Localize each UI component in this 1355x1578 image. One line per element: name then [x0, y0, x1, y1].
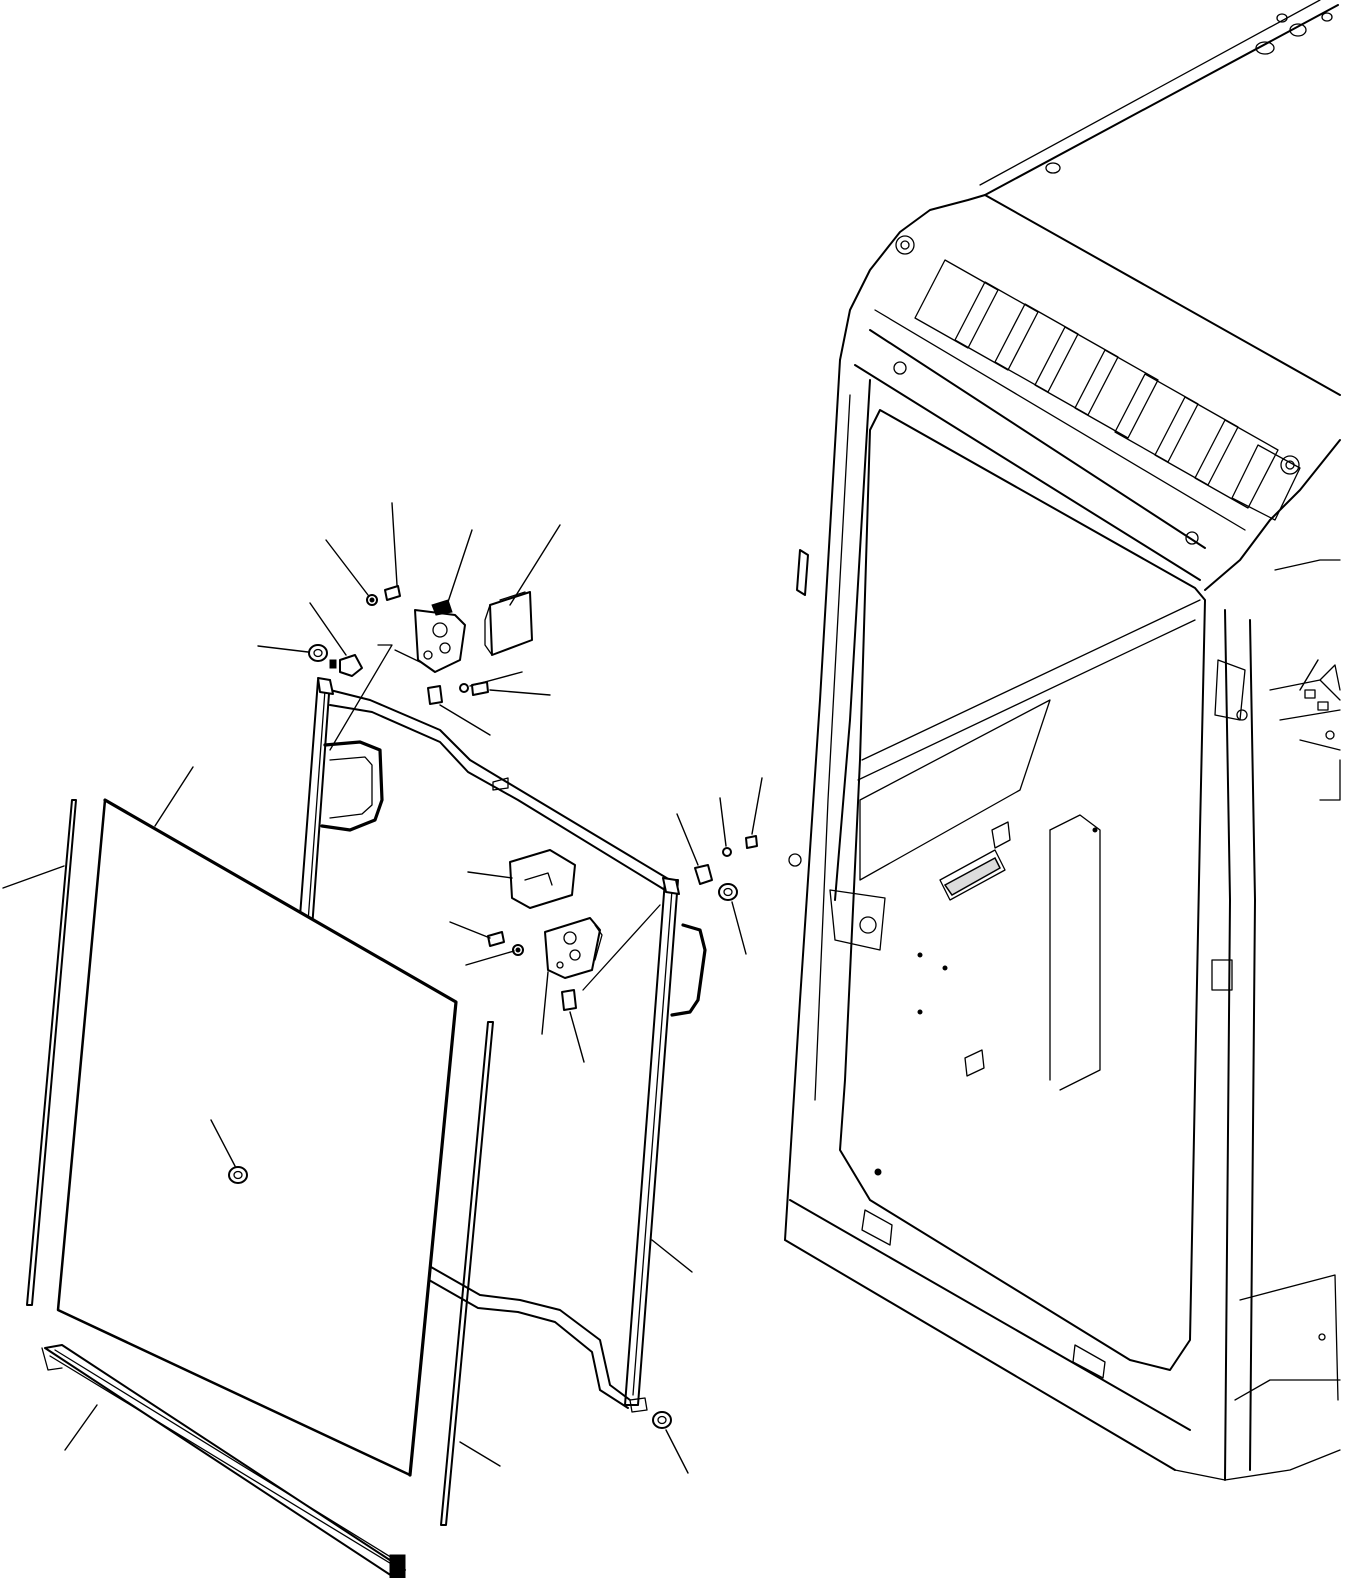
glass-pane [56, 798, 458, 1477]
callout-leader [489, 689, 551, 696]
callout-leader [154, 766, 194, 827]
callout-leader [459, 1441, 501, 1467]
callout-leader [257, 645, 309, 653]
cab-structure [784, 0, 1341, 1481]
callout-leader [465, 950, 515, 966]
callout-leader [469, 671, 523, 687]
left-guide-rail [26, 799, 77, 1306]
vent-grille [939, 849, 1006, 901]
callout-leader [509, 524, 561, 606]
right-guide-rail [440, 1021, 494, 1526]
roof-vent-panels [914, 259, 1301, 521]
callout-leader [751, 777, 763, 835]
callout-leader [391, 502, 398, 586]
callout-leader [2, 865, 65, 889]
callout-leader [325, 539, 369, 596]
lower-rollers [228, 1166, 672, 1429]
callout-leader [719, 797, 727, 847]
callout-leader [541, 971, 549, 1035]
callout-leader [569, 1011, 585, 1063]
upper-latch-assembly [308, 585, 533, 751]
callout-leader [731, 901, 747, 955]
lower-latch-assembly [487, 835, 758, 1011]
callout-leader [64, 1404, 98, 1451]
callout-leader [309, 602, 347, 656]
bottom-seal-strip [41, 1344, 406, 1578]
callout-leader [651, 1239, 693, 1273]
callout-leader [439, 704, 491, 736]
callout-leader [665, 1429, 689, 1474]
callout-leader [1299, 659, 1319, 691]
callout-leader [210, 1119, 236, 1167]
callout-leader [446, 529, 473, 606]
callout-leader [676, 813, 699, 866]
callout-leader [449, 921, 491, 939]
callout-leader [467, 871, 513, 879]
callout-leaders [2, 502, 1319, 1474]
